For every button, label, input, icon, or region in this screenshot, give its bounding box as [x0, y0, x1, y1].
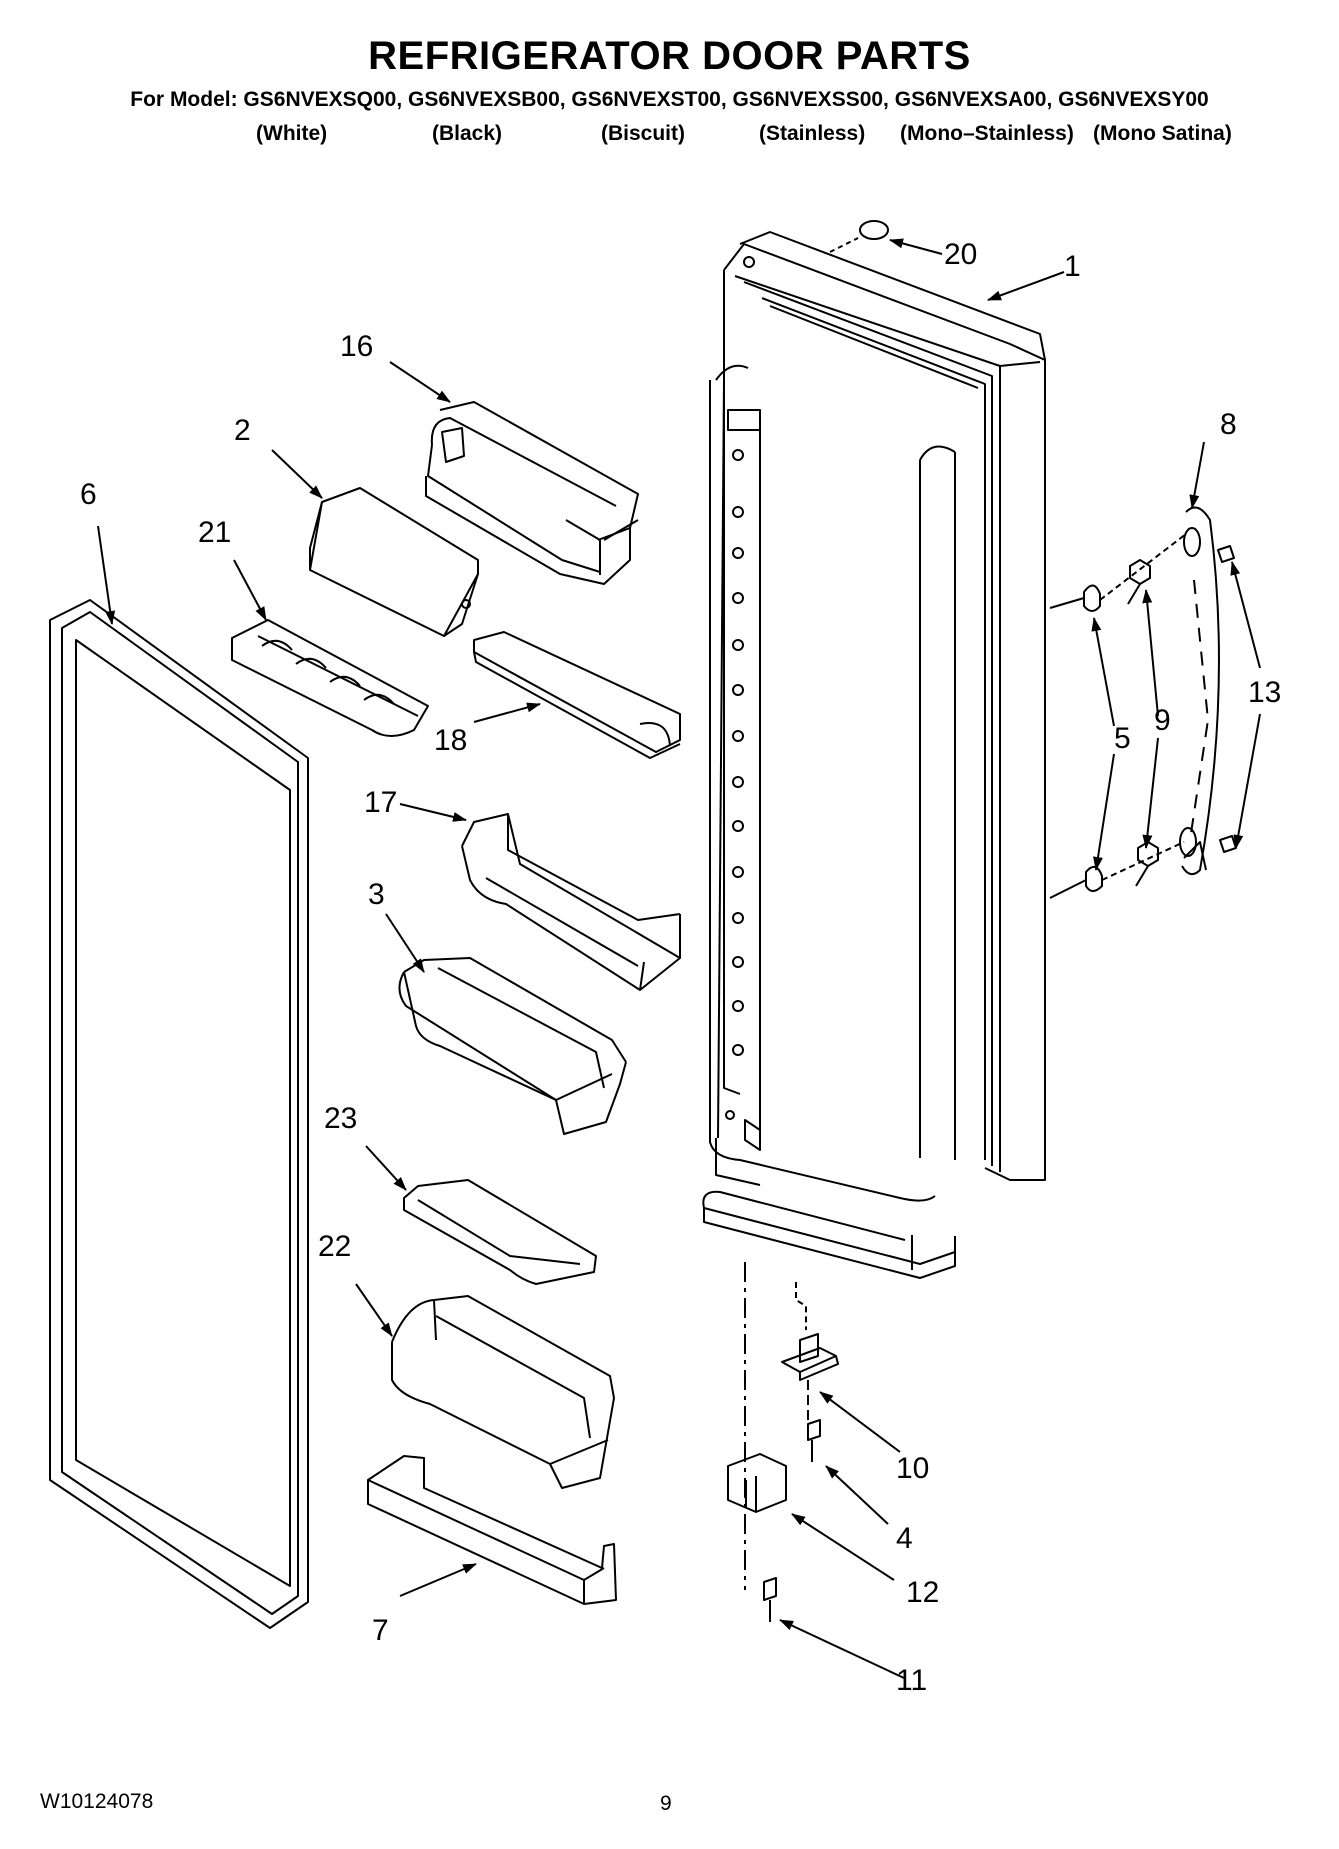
- callout-7: 7: [372, 1614, 389, 1647]
- color-white: (White): [256, 122, 328, 145]
- callout-8: 8: [1220, 408, 1237, 441]
- color-stainless: (Stainless): [759, 122, 866, 145]
- plug-part-20: [859, 220, 889, 240]
- callout-6: 6: [80, 478, 97, 511]
- callout-2: 2: [234, 414, 251, 447]
- callout-18: 18: [434, 724, 467, 757]
- callout-3: 3: [368, 878, 385, 911]
- dairy-hinge-bar: [231, 619, 429, 737]
- callout-20: 20: [944, 238, 977, 271]
- color-black: (Black): [432, 122, 503, 145]
- dairy-door: [309, 487, 479, 637]
- door-bin: [391, 1295, 615, 1489]
- shelf-bin: [398, 957, 627, 1135]
- callout-1: 1: [1064, 250, 1081, 283]
- callout-21: 21: [198, 516, 231, 549]
- right-hinge-bracket: [1049, 506, 1237, 899]
- callout-12: 12: [906, 1576, 939, 1609]
- model-list: For Model: GS6NVEXSQ00, GS6NVEXSB00, GS6…: [130, 88, 1209, 111]
- page-number: 9: [660, 1792, 672, 1815]
- door-assembly: [702, 231, 1046, 1279]
- dairy-bin: [425, 401, 639, 585]
- callout-16: 16: [340, 330, 373, 363]
- bottle-holder: [461, 813, 681, 991]
- color-mono-satina: (Mono Satina): [1093, 122, 1232, 145]
- callout-4: 4: [896, 1522, 913, 1555]
- door-trim: [473, 631, 681, 759]
- leader-lines: [97, 238, 1261, 1679]
- callout-11: 11: [896, 1664, 927, 1697]
- callout-9: 9: [1154, 704, 1171, 737]
- callout-13: 13: [1248, 676, 1281, 709]
- callout-17: 17: [364, 786, 397, 819]
- callout-5: 5: [1114, 722, 1131, 755]
- document-number: W10124078: [40, 1790, 154, 1813]
- callout-23: 23: [324, 1102, 357, 1135]
- page-title: REFRIGERATOR DOOR PARTS: [368, 34, 971, 78]
- door-gasket: [49, 599, 309, 1629]
- color-mono-stainless: (Mono–Stainless): [900, 122, 1074, 145]
- hinge-parts: [727, 1262, 839, 1622]
- callout-22: 22: [318, 1230, 351, 1263]
- door-shelf: [367, 1455, 617, 1605]
- callout-10: 10: [896, 1452, 929, 1485]
- color-biscuit: (Biscuit): [601, 122, 685, 145]
- bin-liner: [403, 1179, 597, 1285]
